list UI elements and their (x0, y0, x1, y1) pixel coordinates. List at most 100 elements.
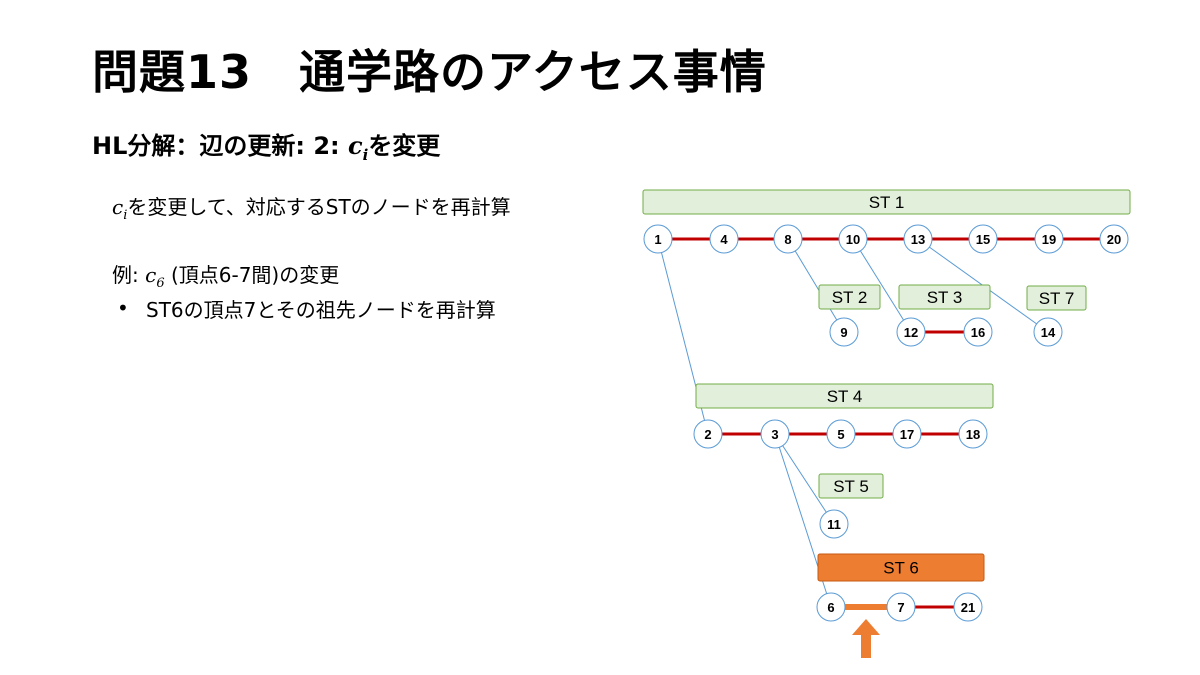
tree-node-4: 4 (709, 224, 739, 254)
segment-tree-label: ST 3 (927, 288, 963, 307)
tree-node-2: 2 (693, 419, 723, 449)
node-label: 11 (827, 517, 841, 532)
node-circle (1033, 317, 1063, 347)
light-edge-8-9 (787, 238, 845, 333)
node-label: 17 (900, 427, 914, 442)
bullet-marker: • (117, 296, 129, 320)
desc-var: c (112, 195, 124, 219)
node-label: 12 (904, 325, 918, 340)
node-circle (829, 317, 859, 347)
segment-tree-st7: ST 7 (1026, 285, 1087, 311)
segment-tree-label: ST 4 (827, 387, 863, 406)
segment-tree-st1: ST 1 (642, 189, 1131, 215)
bullet-item: ST6の頂点7とその祖先ノードを再計算 (146, 298, 496, 322)
segment-tree-box (818, 284, 881, 310)
tree-node-8: 8 (773, 224, 803, 254)
tree-node-1: 1 (643, 224, 673, 254)
segment-tree-label: ST 1 (869, 193, 905, 212)
tree-node-5: 5 (826, 419, 856, 449)
example-line: 例: c6 (頂点6-7間)の変更 (112, 259, 339, 291)
segment-tree-box (695, 383, 994, 409)
segment-tree-label: ST 6 (883, 559, 919, 578)
description-line: ciを変更して、対応するSTのノードを再計算 (112, 191, 511, 223)
segment-tree-st3: ST 3 (898, 284, 991, 310)
example-var-sub: 6 (156, 276, 165, 291)
node-circle (1034, 224, 1064, 254)
subtitle-suffix: を変更 (368, 132, 441, 160)
segment-tree-st5: ST 5 (818, 473, 884, 499)
light-edge-3-11 (774, 433, 835, 525)
node-label: 3 (771, 427, 778, 442)
node-label: 21 (961, 600, 975, 615)
segment-tree-box (817, 553, 985, 582)
node-label: 10 (846, 232, 860, 247)
tree-node-20: 20 (1099, 224, 1129, 254)
subtitle-var: c (347, 131, 363, 160)
tree-node-13: 13 (903, 224, 933, 254)
segment-tree-box (818, 473, 884, 499)
tree-node-21: 21 (953, 592, 983, 622)
node-circle (709, 224, 739, 254)
node-label: 15 (976, 232, 990, 247)
tree-node-16: 16 (963, 317, 993, 347)
node-circle (963, 317, 993, 347)
tree-node-15: 15 (968, 224, 998, 254)
node-label: 6 (827, 600, 834, 615)
tree-node-11: 11 (819, 509, 849, 539)
segment-tree-st2: ST 2 (818, 284, 881, 310)
arrow-layer (852, 619, 880, 658)
node-circle (903, 224, 933, 254)
tree-node-14: 14 (1033, 317, 1063, 347)
node-circle (958, 419, 988, 449)
node-label: 5 (837, 427, 844, 442)
node-label: 4 (720, 232, 728, 247)
tree-node-7: 7 (886, 592, 916, 622)
node-label: 19 (1042, 232, 1056, 247)
desc-text: を変更して、対応するSTのノードを再計算 (127, 195, 511, 219)
tree-node-10: 10 (838, 224, 868, 254)
segment-tree-box (1026, 285, 1087, 311)
tree-node-6: 6 (816, 592, 846, 622)
node-circle (886, 592, 916, 622)
segment-tree-label: ST 5 (833, 477, 869, 496)
node-label: 9 (840, 325, 847, 340)
tree-node-12: 12 (896, 317, 926, 347)
light-edge-10-12 (852, 238, 912, 333)
segment-tree-label: ST 7 (1039, 289, 1075, 308)
node-circle (826, 419, 856, 449)
segment-tree-layer: ST 1 ST 2 ST 3 ST 7 ST 4 ST 5 ST 6 (642, 189, 1131, 582)
node-circle (760, 419, 790, 449)
node-label: 8 (784, 232, 791, 247)
desc-var-sub: i (123, 208, 128, 223)
node-circle (643, 224, 673, 254)
update-arrow-icon (852, 619, 880, 658)
node-circle (892, 419, 922, 449)
node-label: 18 (966, 427, 980, 442)
subtitle-prefix: HL分解：辺の更新: 2: (92, 132, 348, 160)
example-var: c (145, 263, 157, 287)
node-circle (819, 509, 849, 539)
node-circle (953, 592, 983, 622)
node-circle (838, 224, 868, 254)
tree-node-18: 18 (958, 419, 988, 449)
page-title: 問題13 通学路のアクセス事情 (92, 45, 767, 99)
tree-node-17: 17 (892, 419, 922, 449)
tree-node-3: 3 (760, 419, 790, 449)
segment-tree-st6: ST 6 (817, 553, 985, 582)
node-circle (1099, 224, 1129, 254)
example-text: (頂点6-7間)の変更 (164, 263, 340, 287)
node-circle (968, 224, 998, 254)
segment-tree-label: ST 2 (832, 288, 868, 307)
node-label: 16 (971, 325, 985, 340)
node-label: 2 (704, 427, 711, 442)
node-label: 20 (1107, 232, 1121, 247)
node-label: 7 (897, 600, 904, 615)
tree-node-9: 9 (829, 317, 859, 347)
node-label: 14 (1041, 325, 1056, 340)
node-label: 1 (654, 232, 661, 247)
subtitle-var-sub: i (362, 145, 369, 164)
node-label: 13 (911, 232, 925, 247)
node-circle (896, 317, 926, 347)
